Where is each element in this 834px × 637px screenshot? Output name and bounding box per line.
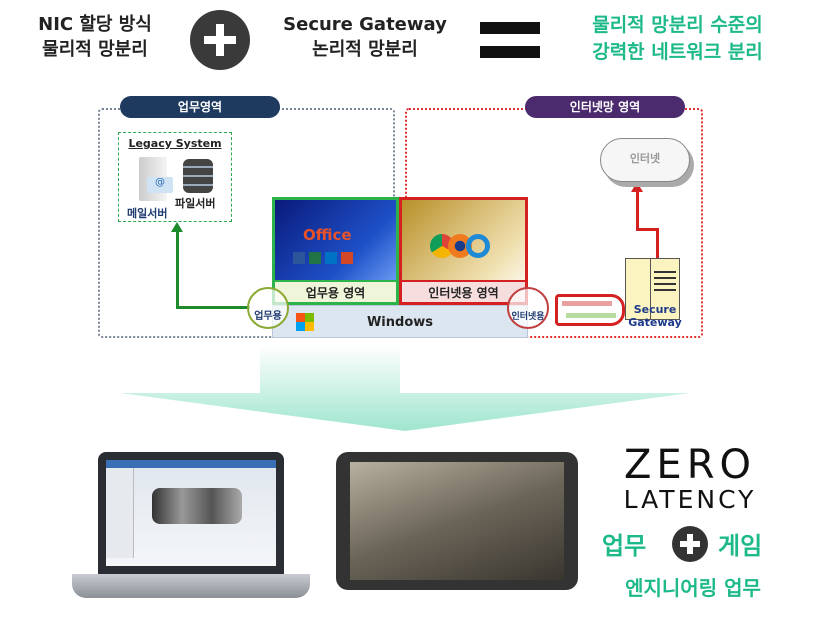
gateway-line: Gateway — [628, 316, 682, 329]
tunnel — [555, 294, 625, 326]
work-zone-label: 업무영역 — [120, 96, 280, 118]
secure-gateway-server-icon — [625, 258, 680, 320]
tablet-icon — [336, 452, 578, 590]
arrow-up-icon — [171, 222, 183, 232]
work-area-label: 업무용 영역 — [275, 280, 396, 302]
feature-engineering: 엔지니어링 업무 — [625, 576, 761, 600]
title-line: 논리적 망분리 — [312, 39, 418, 60]
equals-icon-bar — [480, 46, 540, 58]
work-area-screen: Office 업무용 영역 — [272, 197, 399, 305]
windows-bar: Windows — [272, 305, 528, 338]
internet-nic: 인터넷용 — [507, 287, 549, 329]
internet-area-label: 인터넷용 영역 — [402, 280, 525, 302]
feature-work: 업무 — [602, 532, 647, 560]
mail-server-label: 메일서버 — [127, 207, 168, 220]
email-icon: @ — [147, 177, 173, 193]
plus-circle-icon — [190, 10, 250, 70]
arrow-right-icon — [562, 301, 612, 306]
internet-zone-label: 인터넷망 영역 — [525, 96, 685, 118]
legacy-title: Legacy System — [128, 137, 222, 150]
gateway-line: Secure — [633, 303, 677, 316]
laptop-icon — [98, 452, 284, 574]
secure-gateway-title: Secure Gateway 논리적 망분리 — [275, 12, 455, 62]
title-line: 물리적 망분리 수준의 — [592, 14, 763, 36]
plus-circle-icon — [672, 526, 708, 562]
office-logo: Office — [303, 226, 352, 244]
database-icon — [183, 159, 213, 193]
windows-logo-icon — [296, 313, 314, 331]
ie-icon — [466, 234, 490, 258]
brand-latency: LATENCY — [623, 485, 757, 514]
internet-arrow-line — [636, 190, 639, 230]
internet-arrow-line — [636, 228, 659, 231]
file-server-label: 파일서버 — [175, 197, 216, 210]
internet-arrow — [656, 228, 659, 258]
brand-zero: ZERO — [624, 442, 756, 488]
title-line: 물리적 망분리 — [42, 39, 148, 60]
office-app-icons — [293, 252, 353, 264]
title-line: 강력한 네트워크 분리 — [592, 41, 763, 63]
result-title: 물리적 망분리 수준의 강력한 네트워크 분리 — [560, 12, 795, 66]
equals-icon — [480, 22, 540, 34]
work-arrow — [176, 232, 179, 309]
secure-gateway-label: Secure Gateway — [620, 303, 690, 329]
title-line: NIC 할당 방식 — [38, 14, 152, 35]
title-line: Secure Gateway — [283, 14, 447, 35]
nic-method-title: NIC 할당 방식 물리적 망분리 — [15, 12, 175, 62]
game-screen — [350, 462, 564, 580]
laptop-base — [72, 574, 310, 598]
arrow-left-icon — [566, 313, 616, 318]
arrow-up-icon — [631, 182, 643, 192]
down-arrow — [120, 345, 690, 431]
cad-screen — [106, 460, 276, 566]
internet-area-screen: 인터넷용 영역 — [399, 197, 528, 305]
work-arrow-line — [176, 306, 250, 309]
work-nic: 업무용 — [247, 287, 289, 329]
feature-game: 게임 — [718, 532, 763, 560]
internet-cloud-icon: 인터넷 — [600, 138, 690, 182]
legacy-system-box: Legacy System @ 파일서버 메일서버 — [118, 132, 232, 222]
